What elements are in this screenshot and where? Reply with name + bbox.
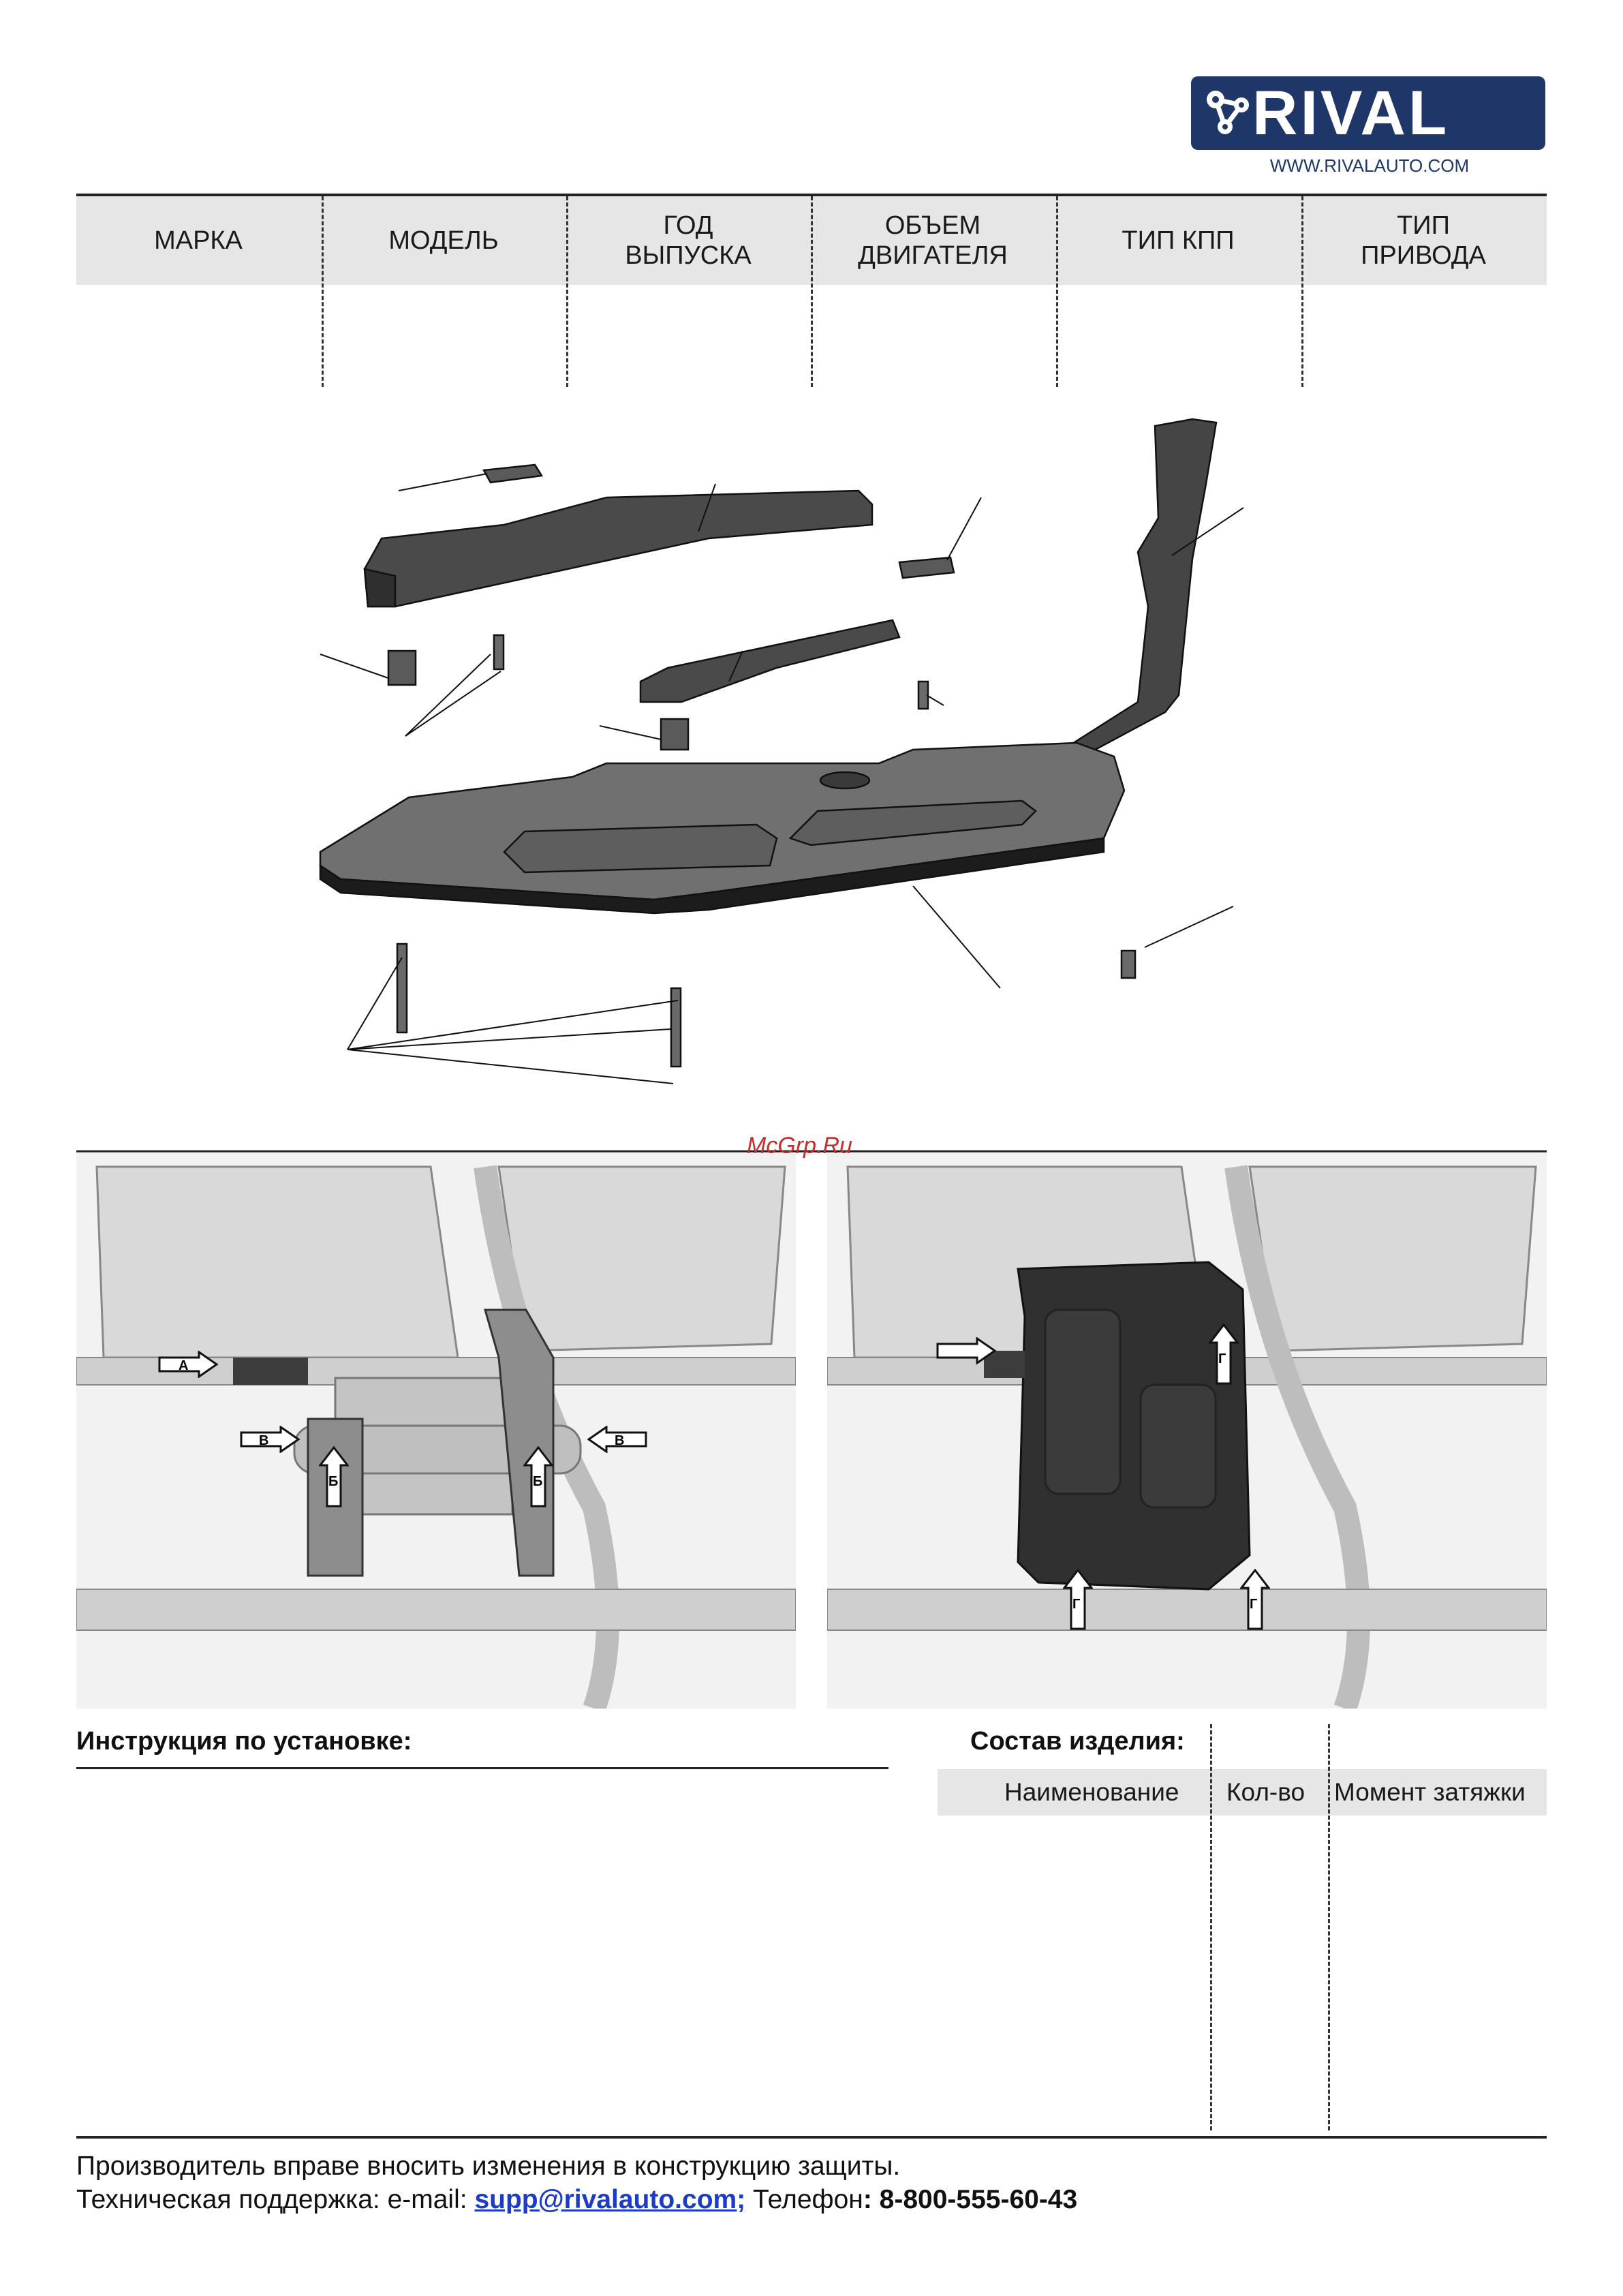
col-drive-label: ТИП ПРИВОДА <box>1361 211 1486 270</box>
table-divider <box>1210 1724 1212 2130</box>
phone-label: Телефон <box>745 2185 863 2214</box>
front-bracket <box>639 619 901 703</box>
composition-title: Состав изделия: <box>970 1727 1185 1756</box>
svg-text:Б: Б <box>533 1474 542 1489</box>
brand-logo <box>1191 76 1545 150</box>
col-model-label: МОДЕЛЬ <box>388 226 499 255</box>
svg-text:В: В <box>615 1433 624 1448</box>
support-label: Техническая поддержка: e-mail: <box>76 2185 475 2214</box>
spacer-plate <box>898 556 955 579</box>
rival-logo-icon <box>1207 91 1249 134</box>
install-photo-brackets: А В Б Б В <box>76 1153 796 1709</box>
arrow-pointer <box>936 1336 998 1368</box>
arrow-label-v: В <box>586 1425 647 1456</box>
support-line: Техническая поддержка: e-mail: supp@riva… <box>76 2185 1077 2215</box>
table-divider <box>811 196 813 387</box>
bolt <box>917 680 929 710</box>
col-qty: Кол-во <box>1226 1778 1305 1806</box>
table-divider <box>322 196 324 387</box>
svg-text:А: А <box>179 1358 188 1373</box>
phone-number: : 8-800-555-60-43 <box>863 2185 1078 2214</box>
section-divider <box>76 1150 1547 1152</box>
svg-text:Б: Б <box>328 1474 338 1489</box>
col-name: Наименование <box>1004 1778 1179 1806</box>
svg-text:Г: Г <box>1250 1597 1257 1612</box>
arrow-label-g: Г <box>1207 1323 1240 1388</box>
col-gearbox-label: ТИП КПП <box>1122 226 1235 255</box>
arrow-label-v: В <box>240 1425 301 1456</box>
col-year: ГОД ВЫПУСКА <box>566 196 810 285</box>
bushing <box>387 649 417 686</box>
col-drive: ТИП ПРИВОДА <box>1301 196 1545 285</box>
exploded-parts-drawing <box>319 418 1244 1084</box>
bushing <box>660 718 690 751</box>
table-divider <box>1056 196 1058 387</box>
col-gearbox: ТИП КПП <box>1056 196 1300 285</box>
arrow-label-b: Б <box>522 1445 555 1511</box>
spacer-plate <box>482 463 544 484</box>
arrow-label-a: А <box>158 1350 219 1381</box>
rear-bracket <box>363 489 874 608</box>
table-divider <box>1301 196 1303 387</box>
col-engine-label: ОБЪЕМ ДВИГАТЕЛЯ <box>858 211 1008 270</box>
bolt <box>670 987 682 1068</box>
support-email-link[interactable]: supp@rivalauto.com <box>474 2185 737 2214</box>
col-engine: ОБЪЕМ ДВИГАТЕЛЯ <box>811 196 1055 285</box>
arrow-label-g: Г <box>1239 1568 1271 1634</box>
svg-text:Г: Г <box>1072 1597 1080 1612</box>
col-brand-label: МАРКА <box>154 226 243 255</box>
install-photo-plate: Г Г Г <box>827 1153 1547 1709</box>
website-link[interactable]: WWW.RIVALAUTO.COM <box>1269 155 1470 176</box>
logo-text: RIVAL <box>1252 78 1450 148</box>
col-torque: Момент затяжки <box>1334 1778 1526 1806</box>
instructions-rule <box>76 1767 888 1769</box>
col-year-label: ГОД ВЫПУСКА <box>625 211 752 270</box>
instructions-title: Инструкция по установке: <box>76 1727 412 1756</box>
bolt <box>396 943 408 1034</box>
arrow-label-g: Г <box>1062 1568 1094 1634</box>
header-top-rule <box>76 194 1547 196</box>
bolt <box>493 634 505 671</box>
svg-text:В: В <box>259 1433 268 1448</box>
col-brand: МАРКА <box>76 196 320 285</box>
table-divider <box>566 196 568 387</box>
table-divider <box>1328 1724 1330 2130</box>
underbody-illustration <box>827 1153 1547 1709</box>
email-suffix: ; <box>737 2185 746 2214</box>
col-model: МОДЕЛЬ <box>322 196 566 285</box>
bolt <box>1120 949 1137 979</box>
disclaimer-text: Производитель вправе вносить изменения в… <box>76 2152 901 2181</box>
underbody-illustration <box>76 1153 796 1709</box>
footer-rule <box>76 2136 1547 2139</box>
composition-header <box>938 1769 1547 1816</box>
side-bracket <box>1062 418 1218 765</box>
arrow-label-b: Б <box>318 1445 350 1511</box>
svg-text:Г: Г <box>1218 1351 1226 1366</box>
